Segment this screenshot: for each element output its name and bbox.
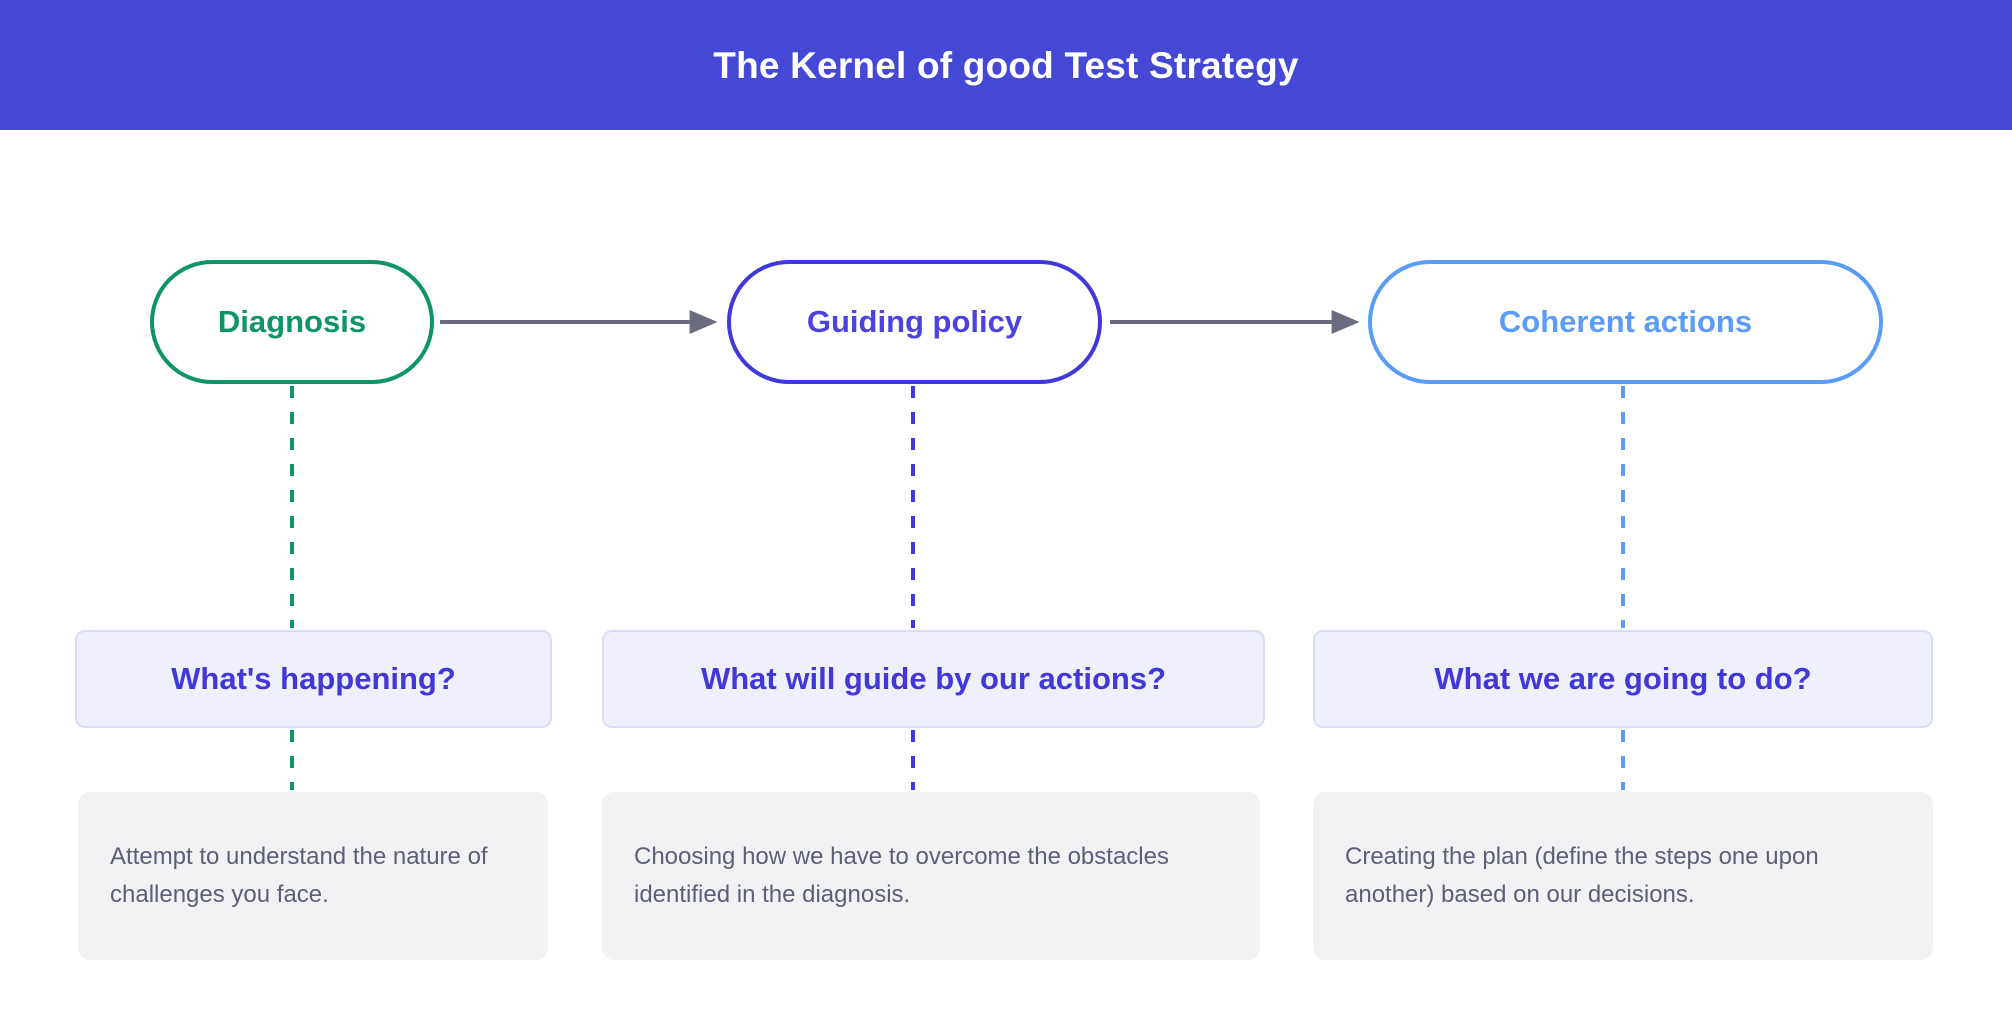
stage-node-coherent-actions[interactable]: Coherent actions xyxy=(1368,260,1883,384)
description-text-guiding-policy: Choosing how we have to overcome the obs… xyxy=(634,843,1169,908)
page-header: The Kernel of good Test Strategy xyxy=(0,0,2012,130)
question-box-diagnosis[interactable]: What's happening? xyxy=(75,630,552,728)
description-text-coherent-actions: Creating the plan (define the steps one … xyxy=(1345,843,1819,908)
stage-label-diagnosis: Diagnosis xyxy=(217,304,367,339)
question-box-guiding-policy[interactable]: What will guide by our actions? xyxy=(602,630,1265,728)
question-box-coherent-actions[interactable]: What we are going to do? xyxy=(1313,630,1933,728)
question-label-guiding-policy: What will guide by our actions? xyxy=(700,661,1166,696)
description-text-diagnosis: Attempt to understand the nature of chal… xyxy=(110,843,488,908)
stage-node-guiding-policy[interactable]: Guiding policy xyxy=(727,260,1102,384)
description-box-coherent-actions: Creating the plan (define the steps one … xyxy=(1313,792,1933,960)
stage-label-coherent-actions: Coherent actions xyxy=(1498,304,1753,339)
stage-label-guiding-policy: Guiding policy xyxy=(806,304,1023,339)
description-box-diagnosis: Attempt to understand the nature of chal… xyxy=(78,792,548,960)
stage-node-diagnosis[interactable]: Diagnosis xyxy=(150,260,434,384)
description-box-guiding-policy: Choosing how we have to overcome the obs… xyxy=(602,792,1260,960)
page-title: The Kernel of good Test Strategy xyxy=(713,44,1299,86)
diagram-canvas: Diagnosis Guiding policy Coherent action… xyxy=(0,130,2012,1026)
question-label-diagnosis: What's happening? xyxy=(171,661,456,696)
question-label-coherent-actions: What we are going to do? xyxy=(1434,661,1812,696)
